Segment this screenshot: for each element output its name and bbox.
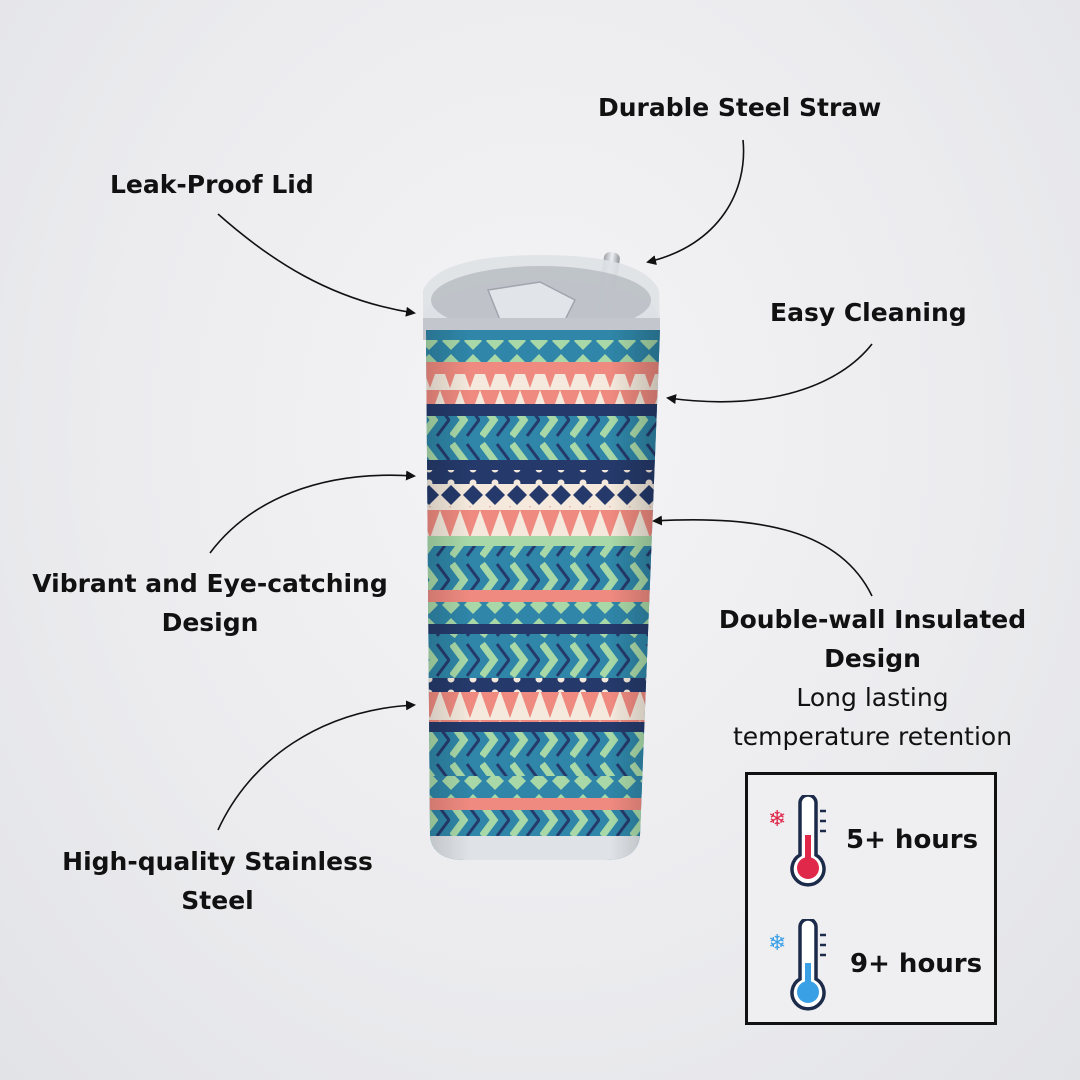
patterned-body (426, 330, 660, 860)
arrow-double-wall (652, 515, 873, 597)
label-leak-proof-lid: Leak-Proof Lid (110, 170, 314, 199)
label-durable-steel-straw: Durable Steel Straw (598, 93, 882, 122)
vibrant-line1: Vibrant and Eye-catching (32, 569, 388, 598)
retention-line1: Long lasting (796, 683, 949, 712)
hot-duration: 5+ hours (846, 825, 979, 855)
double-wall-line2: Design (824, 644, 921, 673)
label-double-wall: Double-wall Insulated Design Long lastin… (700, 600, 1045, 756)
label-stainless-steel: High-quality Stainless Steel (30, 842, 405, 920)
retention-line2: temperature retention (732, 722, 1013, 751)
vibrant-line2: Design (161, 608, 259, 637)
label-easy-cleaning: Easy Cleaning (770, 298, 967, 327)
cold-duration: 9+ hours (850, 949, 983, 979)
steel-line1: High-quality Stainless (62, 847, 373, 876)
hot-row: ❄ 5+ hours (748, 793, 994, 893)
arrow-straw (646, 139, 745, 266)
double-wall-line1: Double-wall Insulated (718, 605, 1027, 634)
arrow-steel (217, 700, 416, 831)
temperature-retention-box: ❄ 5+ hours ❄ 9+ hours (745, 772, 997, 1025)
cold-thermometer-icon (790, 919, 826, 1011)
cold-snowflake-icon: ❄ (768, 931, 787, 956)
hot-thermometer-icon (790, 795, 826, 887)
label-vibrant-design: Vibrant and Eye-catching Design (10, 564, 410, 642)
arrow-lid (217, 213, 416, 317)
arrow-cleaning (666, 343, 873, 405)
hot-snowflake-icon: ❄ (768, 807, 787, 832)
steel-line2: Steel (181, 886, 254, 915)
cold-row: ❄ 9+ hours (748, 917, 994, 1017)
arrow-vibrant (209, 470, 416, 554)
